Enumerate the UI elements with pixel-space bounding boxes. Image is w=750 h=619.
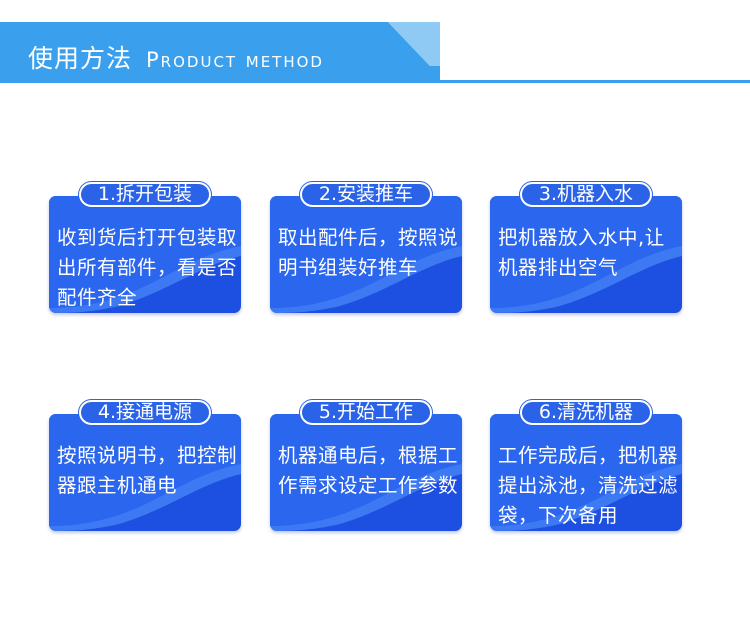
card-wave-decoration: [490, 196, 682, 313]
step-description: 取出配件后，按照说明书组装好推车: [278, 226, 459, 279]
header-banner: 使用方法 Product method: [0, 20, 750, 83]
step-label: 4.接通电源: [79, 400, 211, 425]
step-label: 6.清洗机器: [520, 400, 652, 425]
step-card-2: 取出配件后，按照说明书组装好推车 2.安装推车: [270, 182, 462, 313]
step-card-6: 工作完成后，把机器提出泳池，清洗过滤袋，下次备用 6.清洗机器: [490, 400, 682, 531]
title-cn: 使用方法: [28, 44, 133, 73]
card-wave-decoration: [270, 196, 462, 313]
banner-shape: [0, 22, 750, 83]
page-title: 使用方法 Product method: [28, 42, 324, 76]
step-card-1: 收到货后打开包装取出所有部件，看是否配件齐全 1.拆开包装: [49, 182, 241, 313]
step-label: 2.安装推车: [300, 182, 432, 207]
step-card-body: 机器通电后，根据工作需求设定工作参数: [270, 414, 462, 531]
step-card-body: 工作完成后，把机器提出泳池，清洗过滤袋，下次备用: [490, 414, 682, 531]
step-card-4: 按照说明书，把控制器跟主机通电 4.接通电源: [49, 400, 241, 531]
step-description: 按照说明书，把控制器跟主机通电: [57, 444, 238, 497]
step-label: 5.开始工作: [300, 400, 432, 425]
step-description: 工作完成后，把机器提出泳池，清洗过滤袋，下次备用: [498, 444, 679, 527]
step-card-body: 按照说明书，把控制器跟主机通电: [49, 414, 241, 531]
title-en: Product method: [146, 48, 324, 72]
step-description: 机器通电后，根据工作需求设定工作参数: [278, 444, 459, 497]
card-wave-decoration: [49, 196, 241, 313]
step-card-5: 机器通电后，根据工作需求设定工作参数 5.开始工作: [270, 400, 462, 531]
step-label: 3.机器入水: [520, 182, 652, 207]
step-card-body: 收到货后打开包装取出所有部件，看是否配件齐全: [49, 196, 241, 313]
card-wave-decoration: [49, 414, 241, 531]
step-label: 1.拆开包装: [79, 182, 211, 207]
step-description: 把机器放入水中,让机器排出空气: [498, 226, 665, 279]
step-card-body: 把机器放入水中,让机器排出空气: [490, 196, 682, 313]
card-wave-decoration: [490, 414, 682, 531]
card-wave-decoration: [270, 414, 462, 531]
step-card-3: 把机器放入水中,让机器排出空气 3.机器入水: [490, 182, 682, 313]
step-card-body: 取出配件后，按照说明书组装好推车: [270, 196, 462, 313]
step-description: 收到货后打开包装取出所有部件，看是否配件齐全: [57, 226, 238, 309]
